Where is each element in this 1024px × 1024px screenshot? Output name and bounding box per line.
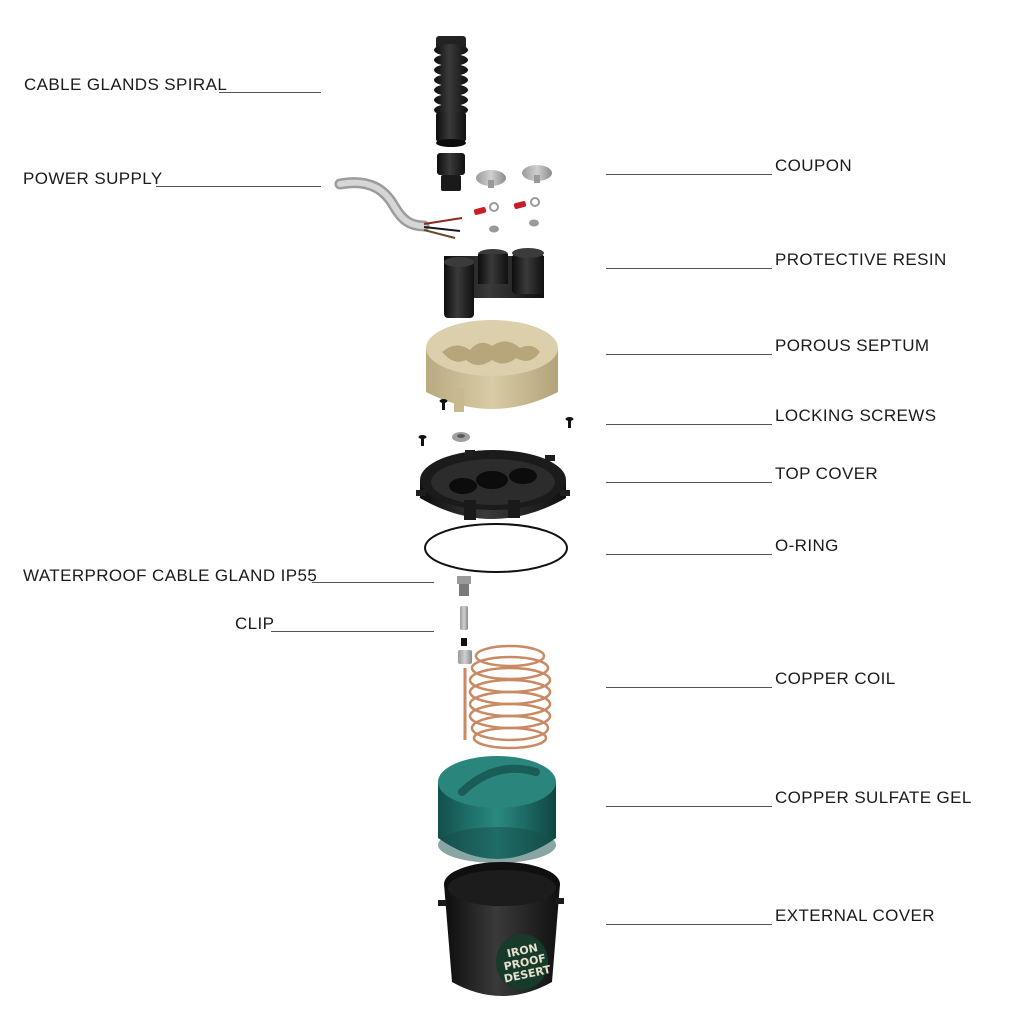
label-cable-glands-spiral: CABLE GLANDS SPIRAL [24,75,228,94]
leader-porous-septum [606,354,772,355]
gland-nut-part [437,153,465,191]
leader-coupon [606,174,772,175]
leader-protective-resin [606,268,772,269]
label-external-cover: EXTERNAL COVER [775,906,935,925]
leader-cable-glands-spiral [219,92,321,93]
leader-locking-screws [606,424,772,425]
label-power-supply: POWER SUPPLY [23,169,163,188]
label-copper-coil: COPPER COIL [775,669,896,688]
locking-screws-part [418,399,574,446]
copper-coil-part [463,644,552,750]
o-ring-part [424,523,568,573]
label-protective-resin: PROTECTIVE RESIN [775,250,947,269]
protective-resin-part [444,248,544,318]
label-copper-sulfate-gel: COPPER SULFATE GEL [775,788,972,807]
leader-o-ring [606,554,772,555]
leader-waterproof-cable-gland [312,582,434,583]
label-clip: CLIP [235,614,275,633]
leader-external-cover [606,924,772,925]
label-porous-septum: POROUS SEPTUM [775,336,930,355]
label-locking-screws: LOCKING SCREWS [775,406,937,425]
power-supply-cable [334,177,463,239]
external-cover-part [438,862,564,996]
leader-copper-coil [606,687,772,688]
porous-septum-part [426,320,558,412]
label-waterproof-cable-gland: WATERPROOF CABLE GLAND IP55 [23,566,318,585]
leader-copper-sulfate-gel [606,806,772,807]
label-o-ring: O-RING [775,536,839,555]
cable-glands-spiral-part [434,36,468,147]
coupon-part [476,165,552,188]
label-top-cover: TOP COVER [775,464,879,483]
leader-power-supply [156,186,321,187]
ring-terminals [473,197,540,233]
leader-clip [271,631,434,632]
label-coupon: COUPON [775,156,853,175]
top-cover-part [416,450,570,520]
leader-top-cover [606,482,772,483]
waterproof-gland-part [457,576,472,664]
copper-sulfate-gel-part [438,756,556,863]
